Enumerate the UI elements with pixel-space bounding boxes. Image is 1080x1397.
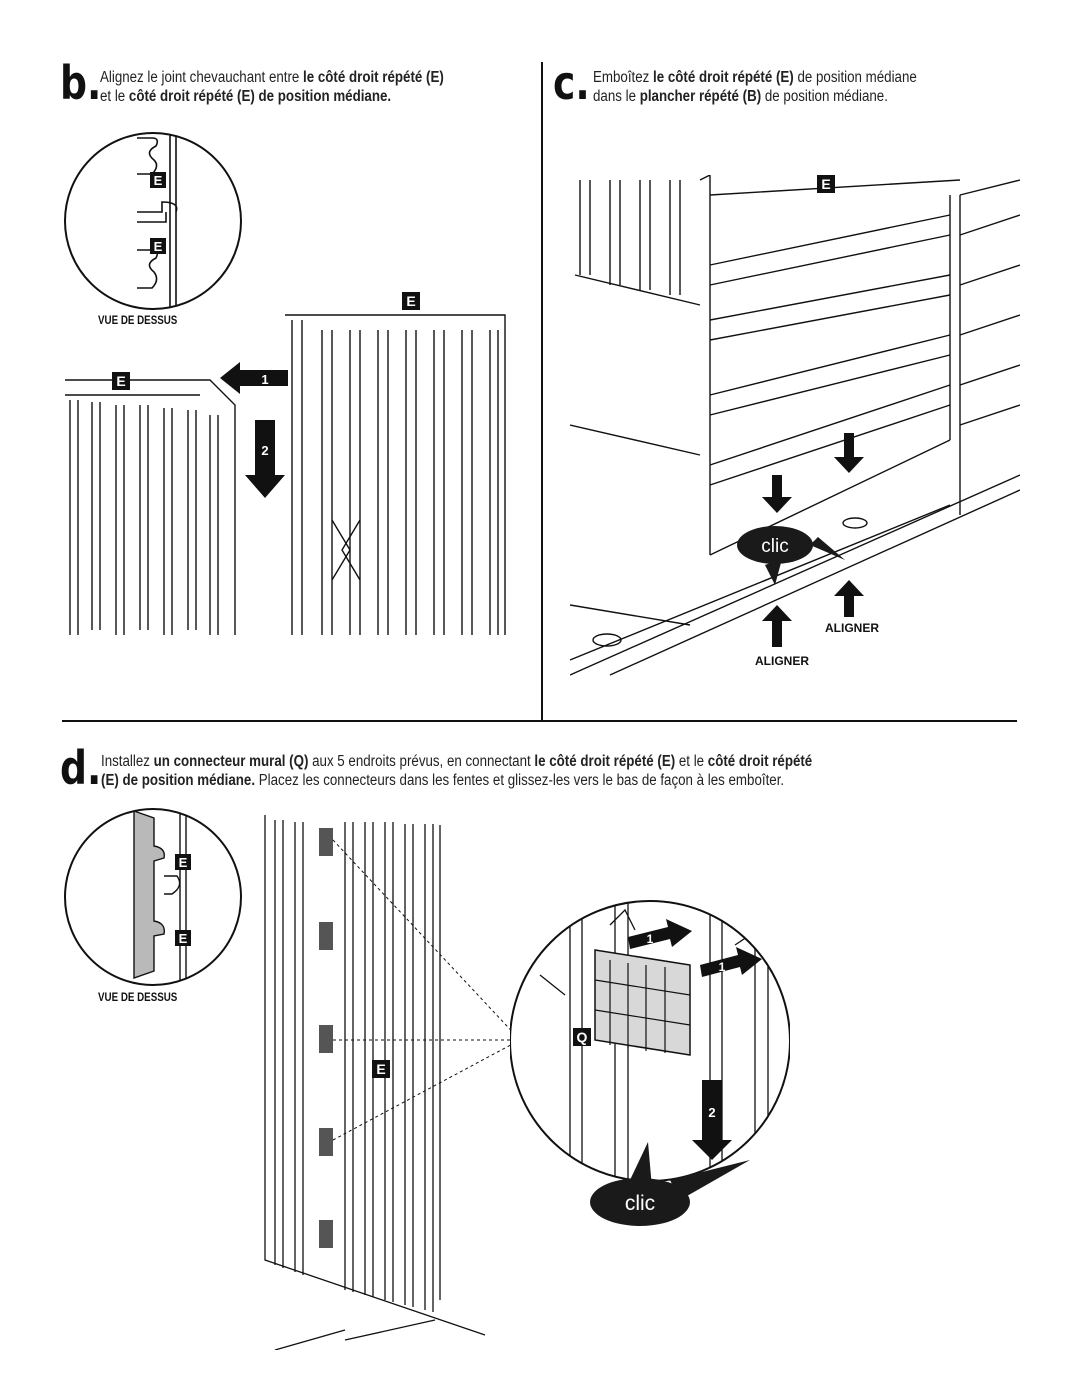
step-d-line1-b: un connecteur mural (Q) [153, 753, 309, 770]
clic-text: clic [761, 536, 788, 557]
step-b-instruction-line2: et le côté droit répété (E) de position … [100, 87, 391, 106]
part-e-badge [175, 930, 191, 946]
part-e-badge-text: E [376, 1061, 385, 1077]
svg-text:2: 2 [708, 1105, 715, 1120]
step-b-letter: b. [60, 56, 102, 110]
arrow-2-down-zoom: 2 [692, 1080, 732, 1160]
align-label-right: ALIGNER [825, 621, 879, 635]
step-b-panels-illustration: E E 1 2 [65, 292, 506, 635]
step-d-line1-f: côté droit répété [707, 753, 813, 770]
step-c-floor-illustration: E clic ALIGNER ALIGNER [570, 175, 1020, 676]
wall-connector-q [594, 949, 691, 1056]
align-arrow-up-left [762, 605, 792, 647]
step-b-instruction-line1: Alignez le joint chevauchant entre le cô… [100, 68, 444, 87]
align-arrow-up-right [834, 580, 864, 617]
arrow-down-left [762, 475, 792, 513]
step-d-line1-a: Installez [101, 753, 154, 770]
step-c-line1-tail: de position médiane [793, 69, 917, 86]
part-e-badge-text: E [116, 373, 125, 389]
step-b-line2-plain: et le [100, 88, 129, 105]
step-b-line1-plain: Alignez le joint chevauchant entre [100, 69, 304, 86]
part-e-badge-text: E [179, 931, 188, 946]
step-d-connector-zoom: Q 1 1 2 [510, 900, 790, 1182]
step-c-instruction-line1: Emboîtez le côté droit répété (E) de pos… [593, 68, 917, 87]
top-view-caption: VUE DE DESSUS [98, 315, 178, 327]
arrow-1-right-lower: 1 [700, 947, 762, 977]
arrow-2-down: 2 [245, 420, 285, 498]
svg-text:1: 1 [261, 372, 268, 387]
step-d-letter: d. [60, 741, 102, 795]
align-label-left: ALIGNER [755, 654, 809, 668]
top-view-caption: VUE DE DESSUS [98, 992, 178, 1004]
step-d-line1-e: et le [675, 753, 708, 770]
part-q-badge [573, 1028, 591, 1046]
clic-speech-bubble: clic [737, 526, 845, 585]
part-e-badge [150, 238, 166, 254]
part-e-badge-text: E [154, 173, 163, 188]
part-e-badge [402, 292, 420, 310]
part-e-badge [372, 1060, 390, 1078]
step-c-line2-bold: plancher répété (B) [639, 88, 762, 105]
step-c-line1-bold: le côté droit répété (E) [653, 69, 794, 86]
step-b-line2-bold: côté droit répété (E) de position médian… [128, 88, 392, 105]
right-panel-ribs [321, 330, 499, 635]
arrow-1-left: 1 [220, 362, 288, 394]
part-e-badge-text: E [821, 176, 830, 192]
part-e-badge-text: E [154, 239, 163, 254]
part-e-badge [817, 175, 835, 193]
step-c-line2-plain: dans le [593, 88, 640, 105]
step-d-line1-d: le côté droit répété (E) [534, 753, 676, 770]
connector-profile [133, 810, 165, 979]
connector-markers [319, 828, 333, 1248]
step-c-instruction-line2: dans le plancher répété (B) de position … [593, 87, 888, 106]
step-c-letter: c. [553, 56, 590, 110]
part-e-badge [175, 854, 191, 870]
step-c-line2-tail: de position médiane. [761, 88, 888, 105]
svg-text:2: 2 [261, 443, 268, 458]
part-e-badge-text: E [179, 855, 188, 870]
step-b-top-view-detail: E E [64, 132, 242, 310]
part-e-badge [112, 372, 130, 390]
clic-text: clic [625, 1192, 655, 1215]
step-d-line1-c: aux 5 endroits prévus, en connectant [308, 753, 535, 770]
step-d-clic-bubble: clic [590, 1142, 750, 1226]
svg-text:1: 1 [647, 932, 654, 946]
step-d-wall-illustration: E [264, 815, 521, 1350]
step-d-instruction-line1: Installez un connecteur mural (Q) aux 5 … [101, 752, 812, 771]
part-q-badge-text: Q [577, 1029, 588, 1045]
step-d-line2-b: Placez les connecteurs dans les fentes e… [255, 772, 785, 789]
horizontal-divider [62, 720, 1017, 722]
arrow-down-right [834, 433, 864, 473]
step-b-line1-bold: le côté droit répété (E) [303, 69, 444, 86]
svg-text:1: 1 [719, 960, 726, 974]
part-e-badge-text: E [406, 293, 415, 309]
step-d-line2-a: (E) de position médiane. [101, 772, 256, 789]
step-d-instruction-line2: (E) de position médiane. Placez les conn… [101, 771, 784, 790]
vertical-divider [541, 62, 543, 720]
arrow-1-right-upper: 1 [628, 919, 692, 949]
left-panel-ribs [69, 400, 219, 635]
step-c-line1-plain: Emboîtez [593, 69, 654, 86]
part-e-badge [150, 172, 166, 188]
step-d-top-view-detail: E E [64, 808, 242, 986]
wall-ribs [274, 820, 434, 1312]
